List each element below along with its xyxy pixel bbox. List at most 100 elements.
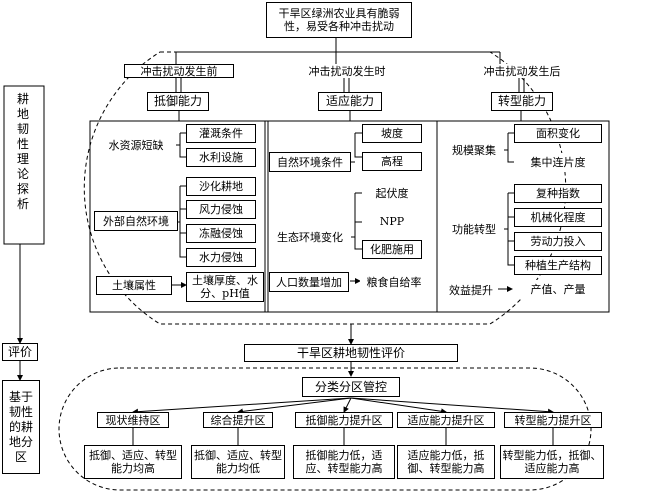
- left-theory-frame: [3, 85, 45, 245]
- zone-1-desc: 抵御、适应、转型能力均低: [191, 445, 285, 479]
- zone-3: 适应能力提升区: [397, 412, 495, 428]
- top-statement: 干旱区绿洲农业具有脆弱性，易受各种冲击扰动: [278, 7, 400, 33]
- ability-transform: 转型能力: [491, 92, 553, 111]
- transform-group-function: 功能转型: [444, 219, 504, 239]
- evaluation-box: 干旱区耕地韧性评价: [244, 344, 458, 362]
- transform-item-labor: 劳动力投入: [514, 232, 602, 251]
- zone-2-desc-text: 抵御能力低，适应、转型能力高: [305, 449, 383, 475]
- transform-item-output: 产值、产量: [514, 280, 602, 299]
- adapt-item-relief-text: 起伏度: [375, 187, 409, 200]
- zone-2-name: 抵御能力提升区: [305, 413, 383, 427]
- adapt-group-population: 人口数量增加: [269, 272, 349, 292]
- adapt-group-population-text: 人口数量增加: [276, 275, 342, 289]
- transform-group-scale: 规模聚集: [444, 140, 504, 160]
- resist-group-soil-text: 土壤属性: [112, 279, 156, 292]
- adapt-item-grain-text: 粮食自给率: [366, 275, 422, 289]
- transform-item-area: 面积变化: [514, 124, 602, 143]
- adapt-item-npp: NPP: [362, 212, 422, 231]
- resist-group-water-text: 水资源短缺: [108, 138, 164, 152]
- zone-2-desc: 抵御能力低，适应、转型能力高: [293, 445, 395, 479]
- adapt-item-relief: 起伏度: [362, 184, 422, 203]
- zone-3-desc-text: 适应能力低，抵御、转型能力高: [407, 449, 485, 475]
- adapt-item-elevation: 高程: [362, 152, 422, 171]
- left-eval-box: 评价: [2, 343, 38, 361]
- adapt-item-npp-text: NPP: [379, 215, 405, 228]
- adapt-item-slope: 坡度: [362, 124, 422, 143]
- zone-2: 抵御能力提升区: [295, 412, 393, 428]
- management-text: 分类分区管控: [314, 379, 387, 394]
- resist-item-freeze: 冻融侵蚀: [186, 224, 256, 243]
- transform-item-structure-text: 种植生产结构: [525, 259, 591, 272]
- resist-group-nature: 外部自然环境: [94, 211, 178, 231]
- ability-resist: 抵御能力: [147, 92, 209, 111]
- top-statement-box: 干旱区绿洲农业具有脆弱性，易受各种冲击扰动: [266, 2, 412, 38]
- resist-group-water: 水资源短缺: [96, 135, 176, 155]
- resist-item-desert-text: 沙化耕地: [199, 180, 243, 193]
- resist-item-facility: 水利设施: [186, 148, 256, 167]
- zone-4: 转型能力提升区: [504, 412, 602, 428]
- zone-0-desc: 抵御、适应、转型能力均高: [84, 445, 182, 479]
- adapt-group-natural: 自然环境条件: [269, 152, 351, 172]
- phase-before: 冲击扰动发生前: [124, 64, 234, 78]
- resist-item-facility-text: 水利设施: [199, 151, 243, 164]
- transform-item-cropping: 复种指数: [514, 184, 602, 203]
- transform-group-benefit-text: 效益提升: [449, 283, 493, 297]
- left-zoning-text: 基于韧性的耕地分区: [8, 389, 33, 464]
- left-theory-label: 耕地韧性理论探析: [14, 92, 32, 212]
- resist-item-soil: 土壤厚度、水分、pH值: [186, 272, 264, 302]
- zone-0: 现状维持区: [97, 412, 169, 428]
- transform-group-function-text: 功能转型: [452, 222, 496, 236]
- resist-item-desert: 沙化耕地: [186, 177, 256, 196]
- adapt-item-elevation-text: 高程: [381, 155, 403, 168]
- zone-0-name: 现状维持区: [105, 413, 161, 427]
- zone-4-name: 转型能力提升区: [514, 413, 592, 427]
- phase-during-text: 冲击扰动发生时: [308, 64, 386, 78]
- transform-item-labor-text: 劳动力投入: [530, 235, 586, 248]
- transform-item-output-text: 产值、产量: [530, 283, 586, 296]
- resist-item-freeze-text: 冻融侵蚀: [199, 227, 243, 240]
- left-zoning-box: 基于韧性的耕地分区: [2, 380, 40, 474]
- zone-1-name: 综合提升区: [210, 413, 266, 427]
- adapt-item-slope-text: 坡度: [381, 127, 403, 140]
- management-box: 分类分区管控: [302, 377, 400, 397]
- left-eval-text: 评价: [7, 344, 32, 359]
- transform-group-benefit: 效益提升: [444, 280, 498, 300]
- transform-item-structure: 种植生产结构: [514, 256, 602, 275]
- transform-item-contiguity: 集中连片度: [514, 153, 602, 172]
- adapt-group-eco-text: 生态环境变化: [277, 230, 343, 244]
- zone-4-desc: 转型能力低，抵御、适应能力高: [500, 445, 604, 479]
- zone-0-desc-text: 抵御、适应、转型能力均高: [89, 449, 177, 475]
- zone-3-desc: 适应能力低，抵御、转型能力高: [397, 445, 495, 479]
- transform-item-mechanization-text: 机械化程度: [530, 211, 586, 224]
- adapt-item-fertilizer-text: 化肥施用: [370, 243, 414, 256]
- left-theory-text: 耕地韧性理论探析: [16, 92, 29, 211]
- transform-item-area-text: 面积变化: [536, 127, 580, 140]
- phase-after-text: 冲击扰动发生后: [483, 64, 561, 78]
- resist-group-soil: 土壤属性: [96, 276, 172, 295]
- ability-transform-text: 转型能力: [497, 94, 546, 108]
- resist-item-irrigation-text: 灌溉条件: [199, 127, 243, 140]
- adapt-item-fertilizer: 化肥施用: [362, 240, 422, 259]
- phase-during: 冲击扰动发生时: [300, 64, 394, 78]
- transform-item-contiguity-text: 集中连片度: [530, 156, 586, 169]
- phase-before-text: 冲击扰动发生前: [140, 64, 218, 78]
- evaluation-text: 干旱区耕地韧性评价: [296, 345, 405, 360]
- resist-item-soil-text: 土壤厚度、水分、pH值: [192, 274, 258, 300]
- resist-item-wind-text: 风力侵蚀: [199, 203, 243, 216]
- zone-1: 综合提升区: [203, 412, 273, 428]
- transform-group-scale-text: 规模聚集: [452, 143, 496, 157]
- resist-item-irrigation: 灌溉条件: [186, 124, 256, 143]
- ability-adapt-text: 适应能力: [325, 94, 374, 108]
- transform-item-cropping-text: 复种指数: [536, 187, 580, 200]
- adapt-group-natural-text: 自然环境条件: [277, 155, 343, 169]
- resist-item-wind: 风力侵蚀: [186, 200, 256, 219]
- resist-item-waterosion: 水力侵蚀: [186, 248, 256, 267]
- resist-item-waterosion-text: 水力侵蚀: [199, 251, 243, 264]
- ability-adapt: 适应能力: [318, 92, 382, 111]
- zone-3-name: 适应能力提升区: [407, 413, 485, 427]
- transform-container: [436, 120, 610, 313]
- resist-group-nature-text: 外部自然环境: [103, 214, 169, 228]
- adapt-group-eco: 生态环境变化: [269, 227, 351, 247]
- ability-resist-text: 抵御能力: [153, 94, 202, 108]
